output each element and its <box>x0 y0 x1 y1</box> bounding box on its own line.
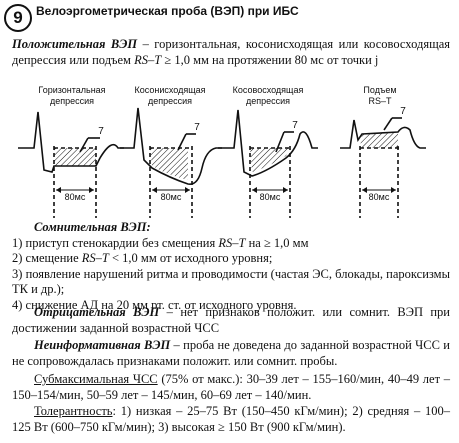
noninformative-text: – проба не доведена до заданной возрастн… <box>12 338 450 368</box>
ecg-upsloping-depression <box>218 109 318 218</box>
negative-test-paragraph: Отрицательная ВЭП – нет признаков положи… <box>12 305 450 336</box>
panel-label-elevation: Подъем RS–T <box>330 85 430 107</box>
negative-text: – нет признаков положит. или сомнит. ВЭП… <box>12 305 450 335</box>
doubtful-item-1: 1) приступ стенокардии без смещения RS–T… <box>12 235 309 250</box>
section-number-badge: 9 <box>4 4 32 32</box>
doubtful-item-3: 3) появление нарушений ритма и проводимо… <box>12 266 450 297</box>
duration-label: 80мс <box>259 192 281 202</box>
positive-test-paragraph: Положительная ВЭП – горизонтальная, косо… <box>12 37 450 68</box>
panel-label-upsloping: Косовосходящая депрессия <box>218 85 318 107</box>
tolerance-text: : 1) низкая – 25–75 Вт (150–450 кГм/мин)… <box>12 404 450 434</box>
panel-label-line2: RS–T <box>368 96 392 106</box>
panel-label-horizontal: Горизонтальная депрессия <box>22 85 122 107</box>
duration-label: 80мс <box>160 192 182 202</box>
submaximal-hr-text: (75% от макс.): 30–39 лет – 155–160/мин,… <box>12 372 451 402</box>
doubtful-test-block: Сомнительная ВЭП: 1) приступ стенокардии… <box>12 220 450 313</box>
marker-label: 7 <box>400 106 406 117</box>
positive-term: Положительная ВЭП <box>12 37 138 51</box>
panel-label-downsloping: Косонисходящая депрессия <box>120 85 220 107</box>
panel-label-line1: Горизонтальная <box>38 85 106 95</box>
doubtful-title: Сомнительная ВЭП: <box>34 220 151 234</box>
doubtful-item-2: 2) смещение RS–T < 1,0 мм от исходного у… <box>12 251 273 265</box>
duration-arrows <box>56 187 396 193</box>
panel-label-line2: депрессия <box>147 96 193 106</box>
submaximal-hr-term: Субмаксимальная ЧСС <box>34 372 158 386</box>
doubtful-item-4: 4) снижение АД на 20 мм рт. ст. от исход… <box>12 297 297 312</box>
noninformative-test-paragraph: Неинформативная ВЭП – проба не доведена … <box>12 338 450 369</box>
marker-label: 7 <box>98 126 104 137</box>
positive-text-post: ≥ 1,0 мм на протяжении 80 мс от точки j <box>161 52 379 67</box>
positive-text-pre: – горизонтальная, косонисходящая или кос… <box>12 37 450 67</box>
positive-rst: RS–T <box>134 52 162 67</box>
panel-label-line2: депрессия <box>245 96 291 106</box>
panel-label-line1: Косонисходящая <box>134 85 206 95</box>
panel-label-line1: Подъем <box>363 85 397 95</box>
marker-label: 7 <box>292 120 298 131</box>
tolerance-paragraph: Толерантность: 1) низкая – 25–75 Вт (150… <box>12 404 450 435</box>
duration-label: 80мс <box>64 192 86 202</box>
negative-term: Отрицательная ВЭП <box>34 305 160 319</box>
marker-label: 7 <box>194 122 200 133</box>
panel-label-line1: Косовосходящая <box>232 85 304 95</box>
ecg-downsloping-depression <box>120 107 222 218</box>
panel-label-line2: депрессия <box>49 96 95 106</box>
page-title: Велоэргометрическая проба (ВЭП) при ИБС <box>36 4 299 18</box>
ecg-horizontal-depression <box>18 111 124 218</box>
ecg-st-elevation <box>340 117 426 218</box>
submaximal-hr-paragraph: Субмаксимальная ЧСС (75% от макс.): 30–3… <box>12 372 450 403</box>
tolerance-term: Толерантность <box>34 404 113 418</box>
duration-label: 80мс <box>368 192 390 202</box>
noninformative-term: Неинформативная ВЭП <box>34 338 171 352</box>
